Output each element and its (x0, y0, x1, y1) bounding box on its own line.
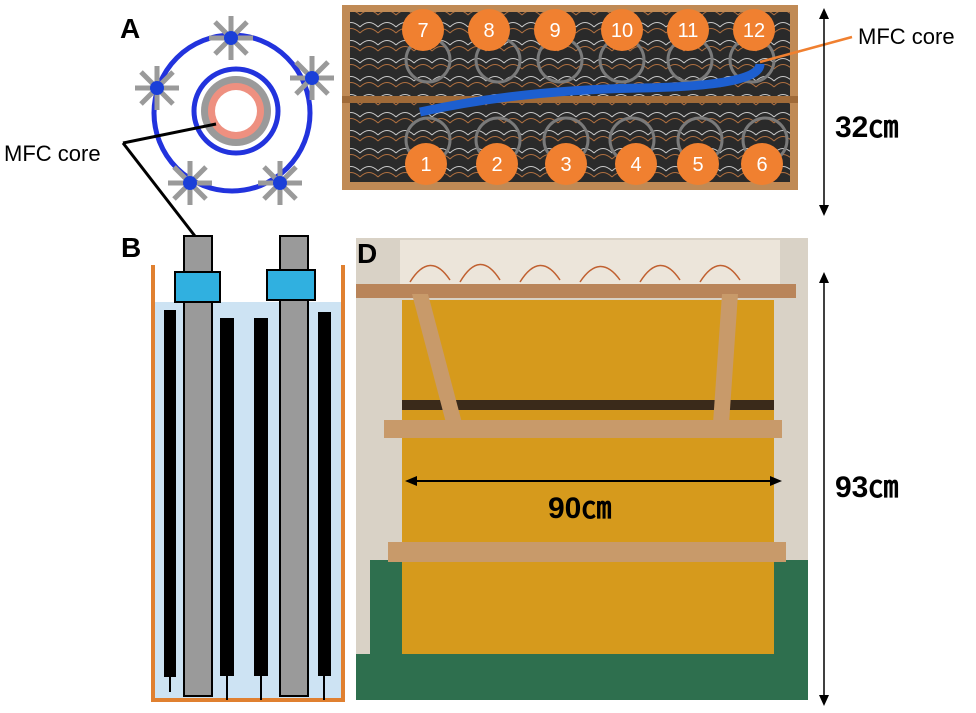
brush-anode-left (135, 66, 179, 110)
svg-text:12: 12 (743, 20, 765, 42)
photo-d-top-wires (409, 263, 741, 283)
svg-text:8: 8 (483, 20, 494, 42)
water-volume (153, 302, 343, 700)
height-label-d: 93㎝ (835, 471, 898, 504)
svg-text:10: 10 (611, 20, 633, 42)
photo-d-wiring (400, 240, 780, 288)
mfc-core-leader-line (122, 122, 217, 145)
vessel-wall (151, 265, 345, 702)
photo-d-seam (402, 400, 774, 410)
core-badge-10: 10 (601, 9, 643, 51)
width-label-d: 90㎝ (548, 492, 611, 525)
brush-anode-bottom-right (258, 161, 302, 205)
mfc-core-label-right: MFC core (858, 24, 955, 49)
svg-text:6: 6 (756, 154, 767, 176)
height-dimension-d (819, 272, 829, 706)
brush-anode-bottom-left (168, 161, 212, 205)
svg-text:11: 11 (678, 20, 699, 42)
photo-d-shelf-2 (388, 542, 786, 562)
panel-c: C 7 8 9 10 11 12 1 2 3 4 5 6 MFC core (342, 5, 955, 216)
mfc-core-pointer-line (759, 35, 853, 64)
core-badge-11: 11 (667, 9, 709, 51)
mfc-core-top-view (191, 66, 281, 156)
photo-d-shelf-1 (384, 420, 782, 438)
mfc-core-unit-1 (164, 235, 234, 700)
height-dimension-c (819, 8, 829, 216)
photo-d-base-rim-right (774, 560, 808, 660)
mfc-core-leader-line-to-b (121, 142, 200, 241)
panel-label-a: A (120, 13, 140, 44)
photo-d-base (356, 654, 808, 700)
brush-anode-right (290, 56, 334, 100)
core-badge-3: 3 (545, 143, 587, 185)
core-badge-5: 5 (677, 143, 719, 185)
core-badge-9: 9 (534, 9, 576, 51)
svg-text:5: 5 (692, 154, 703, 176)
core-badge-12: 12 (733, 9, 775, 51)
panel-d: D 90㎝ 93㎝ (356, 238, 898, 706)
panel-b: B (121, 232, 345, 702)
svg-text:3: 3 (560, 154, 571, 176)
svg-text:2: 2 (491, 154, 502, 176)
photo-d-strut-right (712, 294, 738, 438)
panel-label-b: B (121, 232, 141, 263)
core-badge-7: 7 (402, 9, 444, 51)
core-badge-6: 6 (741, 143, 783, 185)
photo-d-top-shelf (356, 284, 796, 298)
svg-text:4: 4 (630, 154, 641, 176)
panel-a: A (4, 13, 334, 241)
photo-d-base-rim (370, 560, 402, 660)
mfc-core-label-left: MFC core (4, 141, 101, 166)
photo-c-divider (342, 96, 798, 103)
brush-anode-top (209, 16, 253, 60)
core-badge-8: 8 (468, 9, 510, 51)
panel-label-d: D (357, 238, 377, 269)
svg-text:1: 1 (420, 154, 431, 176)
photo-d-strut-left (412, 294, 466, 438)
core-badge-2: 2 (476, 143, 518, 185)
core-badge-4: 4 (615, 143, 657, 185)
blue-tube (419, 62, 765, 117)
svg-text:7: 7 (417, 20, 428, 42)
svg-text:9: 9 (549, 20, 560, 42)
core-badge-1: 1 (405, 143, 447, 185)
width-dimension-d (405, 476, 782, 486)
mfc-core-unit-2 (254, 235, 331, 700)
height-label-c: 32㎝ (835, 111, 898, 144)
